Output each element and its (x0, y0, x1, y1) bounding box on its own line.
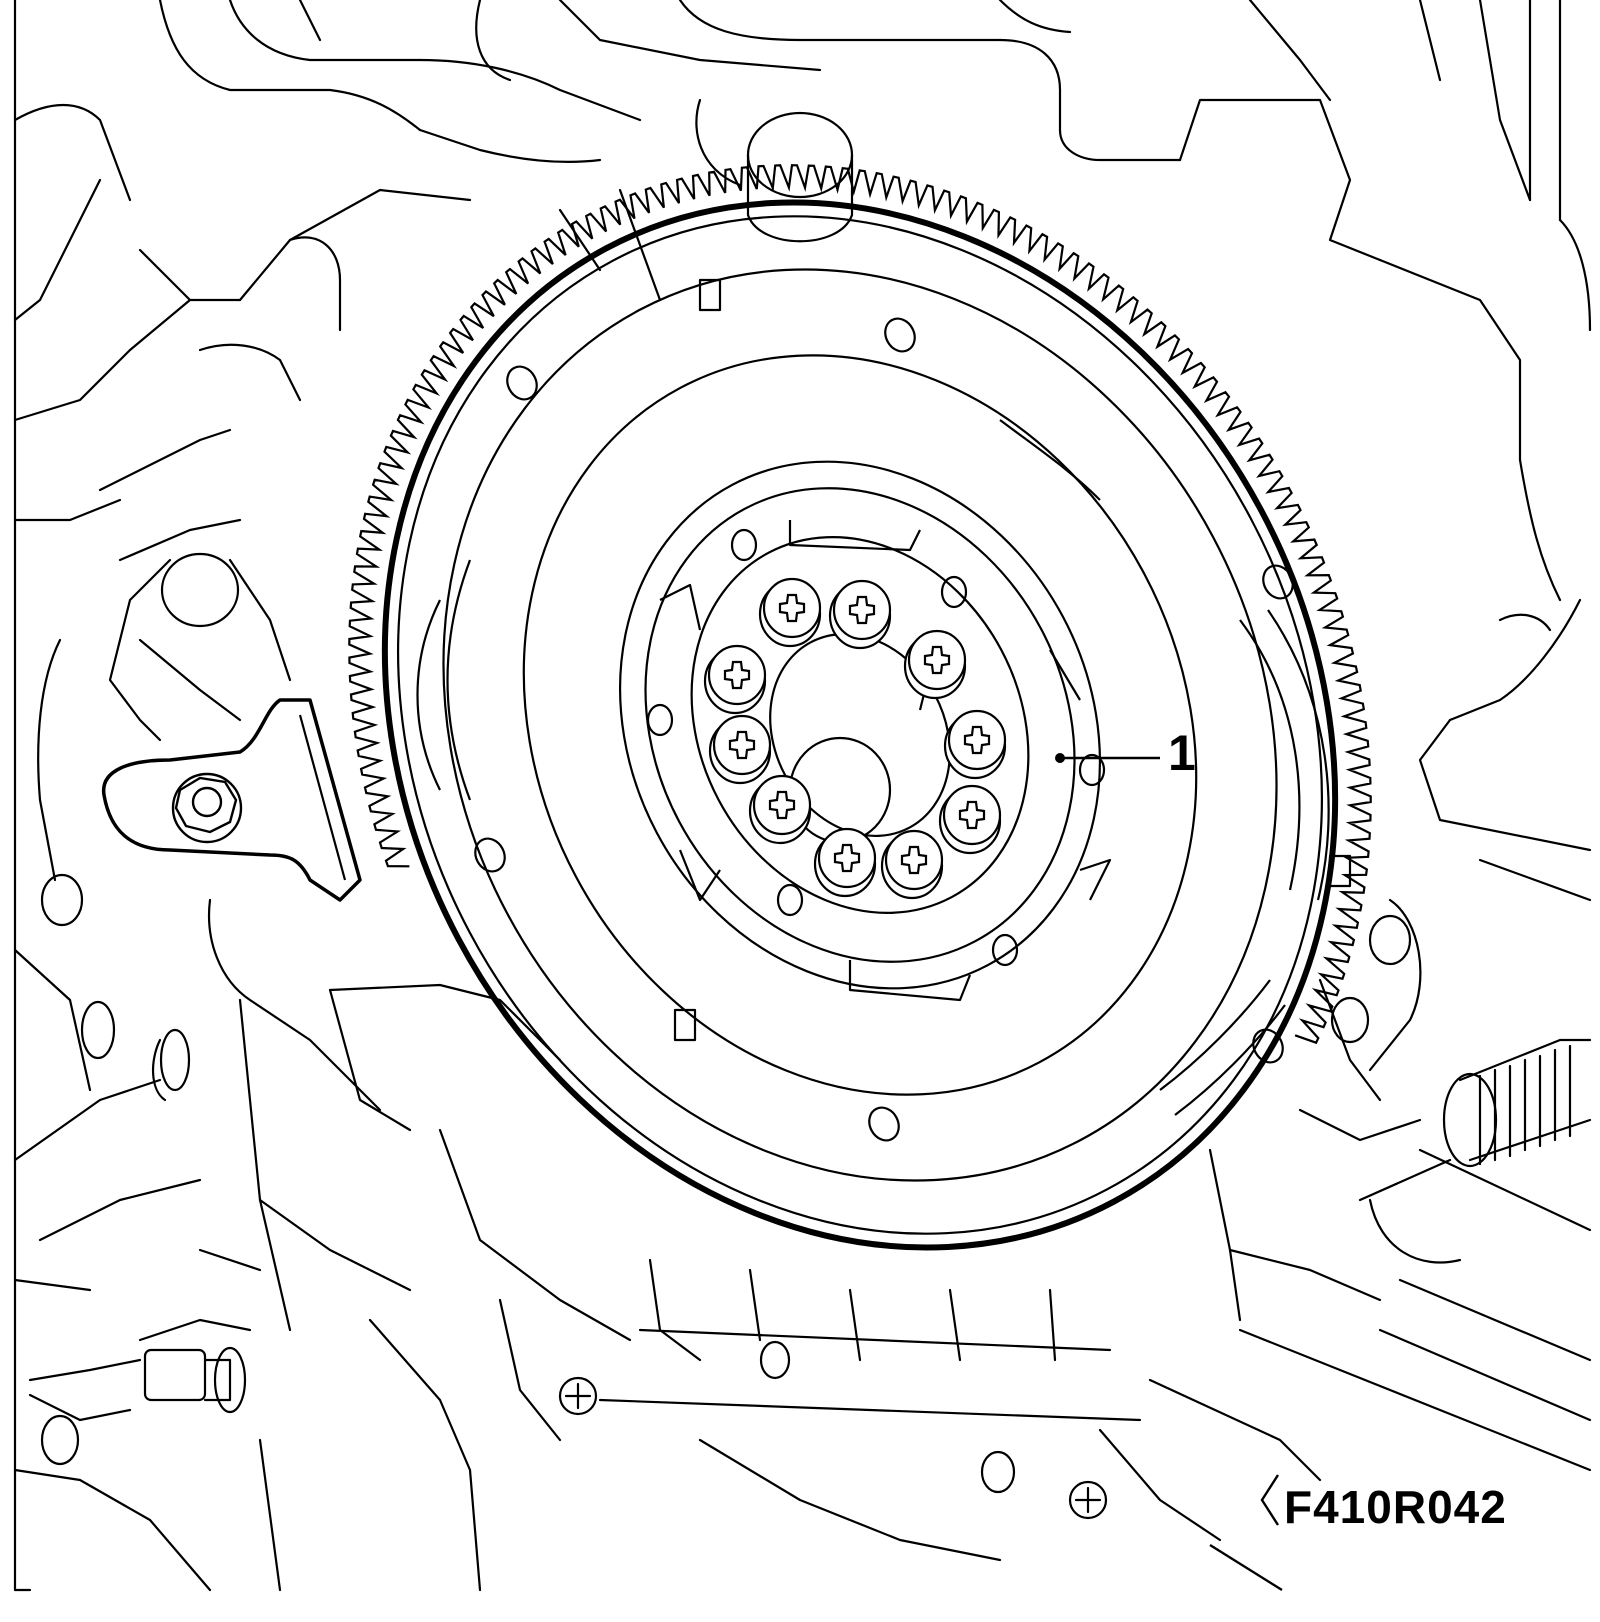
flywheel (205, 35, 1516, 1416)
flywheel-bolt (905, 631, 965, 698)
drive-shaft (1460, 1040, 1590, 1080)
starter-ring-gear (349, 165, 1370, 1042)
callout-leader (1055, 753, 1160, 763)
flywheel-bolt (830, 581, 890, 648)
flywheel-bolt (940, 786, 1000, 853)
flywheel-bolt (760, 579, 820, 646)
flywheel-bolt (882, 831, 942, 898)
flywheel-bolt (815, 829, 875, 896)
callout-number-1: 1 (1168, 725, 1196, 781)
figure-code-marker (1210, 1475, 1282, 1590)
locking-tool (104, 700, 360, 900)
engine-block (15, 0, 1590, 1590)
figure-code: F410R042 (1284, 1481, 1507, 1533)
flywheel-bolts (705, 579, 1005, 898)
flywheel-bolt (710, 716, 770, 783)
flywheel-bolt (750, 776, 810, 843)
flywheel-bolt (705, 646, 765, 713)
locking-tool-bolt (173, 774, 241, 842)
flywheel-bolt (945, 711, 1005, 778)
